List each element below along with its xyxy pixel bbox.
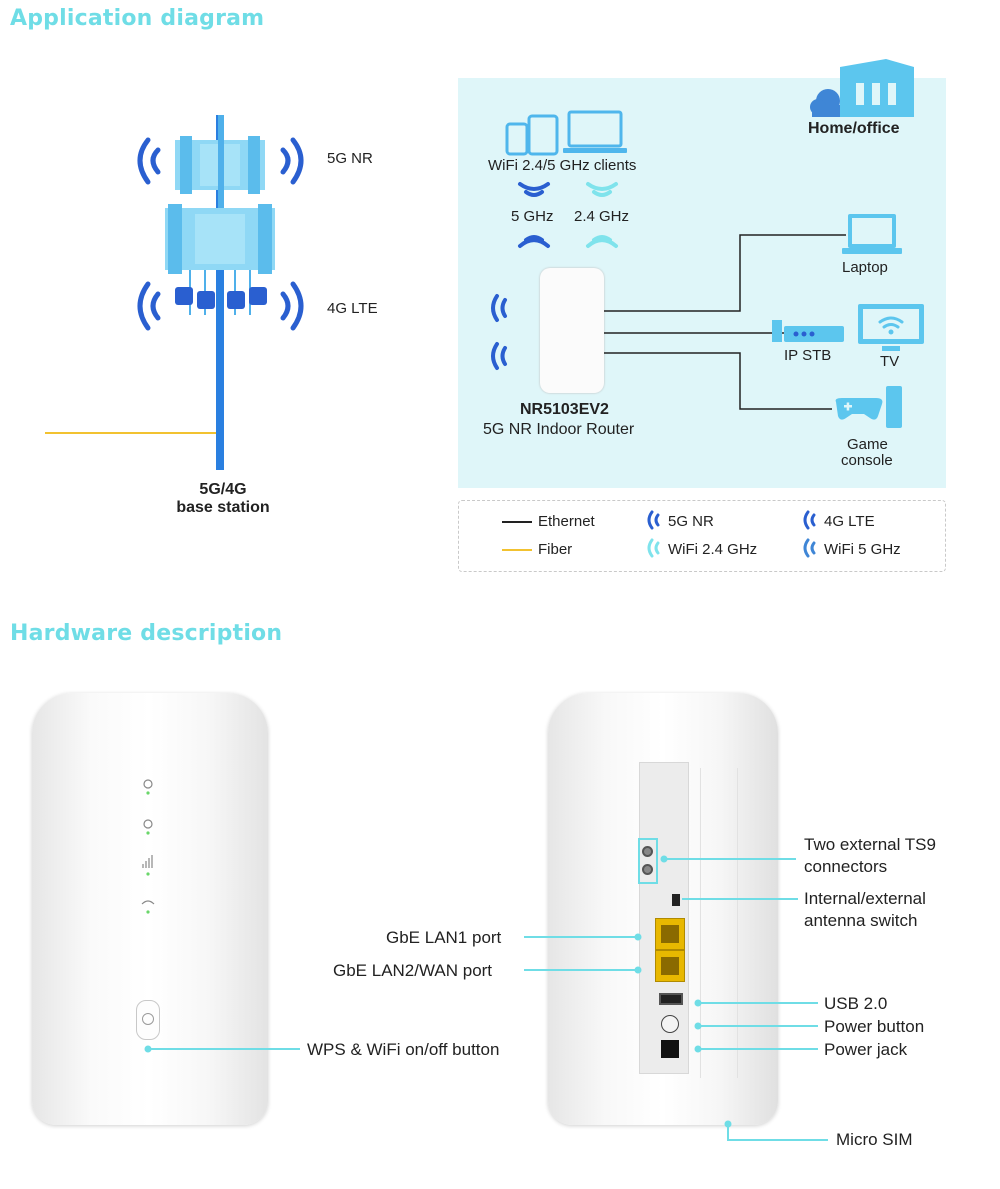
antenna-label-line1: Internal/external	[804, 889, 926, 908]
home-office-title: Home/office	[808, 120, 900, 137]
usb-port[interactable]	[659, 993, 683, 1005]
ts9-label-line1: Two external TS9	[804, 835, 936, 854]
router-model-label: NR5103EV2	[520, 401, 609, 418]
power-jack-label: Power jack	[824, 1040, 908, 1059]
ts9-connector-2[interactable]	[642, 864, 653, 875]
router-front-view	[32, 693, 268, 1125]
hardware-description-title: Hardware description	[10, 621, 283, 646]
wifi-signal-icon	[518, 182, 618, 248]
micro-sim-label: Micro SIM	[836, 1130, 913, 1149]
application-diagram-title: Application diagram	[10, 6, 265, 31]
router-5g-signal-icon	[491, 294, 507, 370]
wps-callout-line	[144, 1045, 300, 1053]
base-station-title-line2: base station	[176, 499, 270, 516]
base-station-title-line1: 5G/4G	[199, 481, 247, 498]
legend-wifi24-label: WiFi 2.4 GHz	[668, 541, 758, 558]
house-icon	[810, 59, 914, 117]
laptop-label: Laptop	[842, 259, 888, 276]
tv-icon	[858, 304, 924, 351]
router-illustration	[540, 268, 604, 393]
legend-5g-nr-label: 5G NR	[668, 513, 714, 530]
legend-fiber-swatch	[502, 549, 532, 551]
legend-ethernet-swatch	[502, 521, 532, 523]
rear-side-panel	[700, 768, 738, 1078]
tv-label: TV	[880, 353, 900, 370]
band-24ghz-label: 2.4 GHz	[574, 208, 630, 225]
band-4g-lte-label: 4G LTE	[327, 300, 378, 317]
legend-wifi5-label: WiFi 5 GHz	[824, 541, 901, 558]
wps-icon	[142, 1013, 154, 1025]
legend-fiber-label: Fiber	[538, 541, 573, 558]
lan-callout-lines	[524, 933, 642, 974]
ts9-callout-line	[660, 855, 796, 863]
antenna-switch[interactable]	[672, 894, 680, 906]
lan1-port-socket	[661, 925, 679, 943]
legend-signal-icons-col2	[803, 510, 816, 558]
antenna-label-line2: antenna switch	[804, 911, 918, 930]
laptop-icon	[842, 214, 902, 254]
rear-callout-lines	[694, 999, 818, 1053]
wps-label: WPS & WiFi on/off button	[307, 1040, 500, 1059]
power-button[interactable]	[661, 1015, 679, 1033]
lan2-port-socket	[661, 957, 679, 975]
router-desc-label: 5G NR Indoor Router	[483, 421, 635, 438]
legend-box	[458, 500, 946, 572]
front-status-leds	[141, 779, 155, 914]
lan2-label: GbE LAN2/WAN port	[333, 961, 493, 980]
game-console-label-line2: console	[841, 452, 893, 469]
usb-label: USB 2.0	[824, 994, 888, 1013]
base-station-illustration	[45, 115, 304, 470]
micro-sim-callout-line	[724, 1120, 828, 1141]
legend-signal-icons-col1	[647, 510, 660, 558]
home-office-panel	[458, 78, 946, 488]
ts9-label-line2: connectors	[804, 857, 888, 876]
band-5ghz-label: 5 GHz	[511, 208, 554, 225]
game-console-icon	[835, 386, 902, 428]
legend-ethernet-label: Ethernet	[538, 513, 595, 530]
band-5g-nr-label: 5G NR	[327, 150, 373, 167]
wifi-clients-icon	[505, 110, 627, 156]
ts9-highlight	[638, 838, 658, 884]
ip-stb-icon	[772, 320, 844, 342]
power-button-label: Power button	[824, 1017, 925, 1036]
ts9-connector-1[interactable]	[642, 846, 653, 857]
game-console-label-line1: Game	[847, 436, 888, 453]
wifi-clients-label: WiFi 2.4/5 GHz clients	[488, 157, 637, 174]
power-jack[interactable]	[661, 1040, 679, 1058]
lan1-label: GbE LAN1 port	[386, 928, 502, 947]
legend-4g-lte-label: 4G LTE	[824, 513, 875, 530]
ip-stb-label: IP STB	[784, 347, 832, 364]
antenna-callout-line	[682, 898, 798, 900]
